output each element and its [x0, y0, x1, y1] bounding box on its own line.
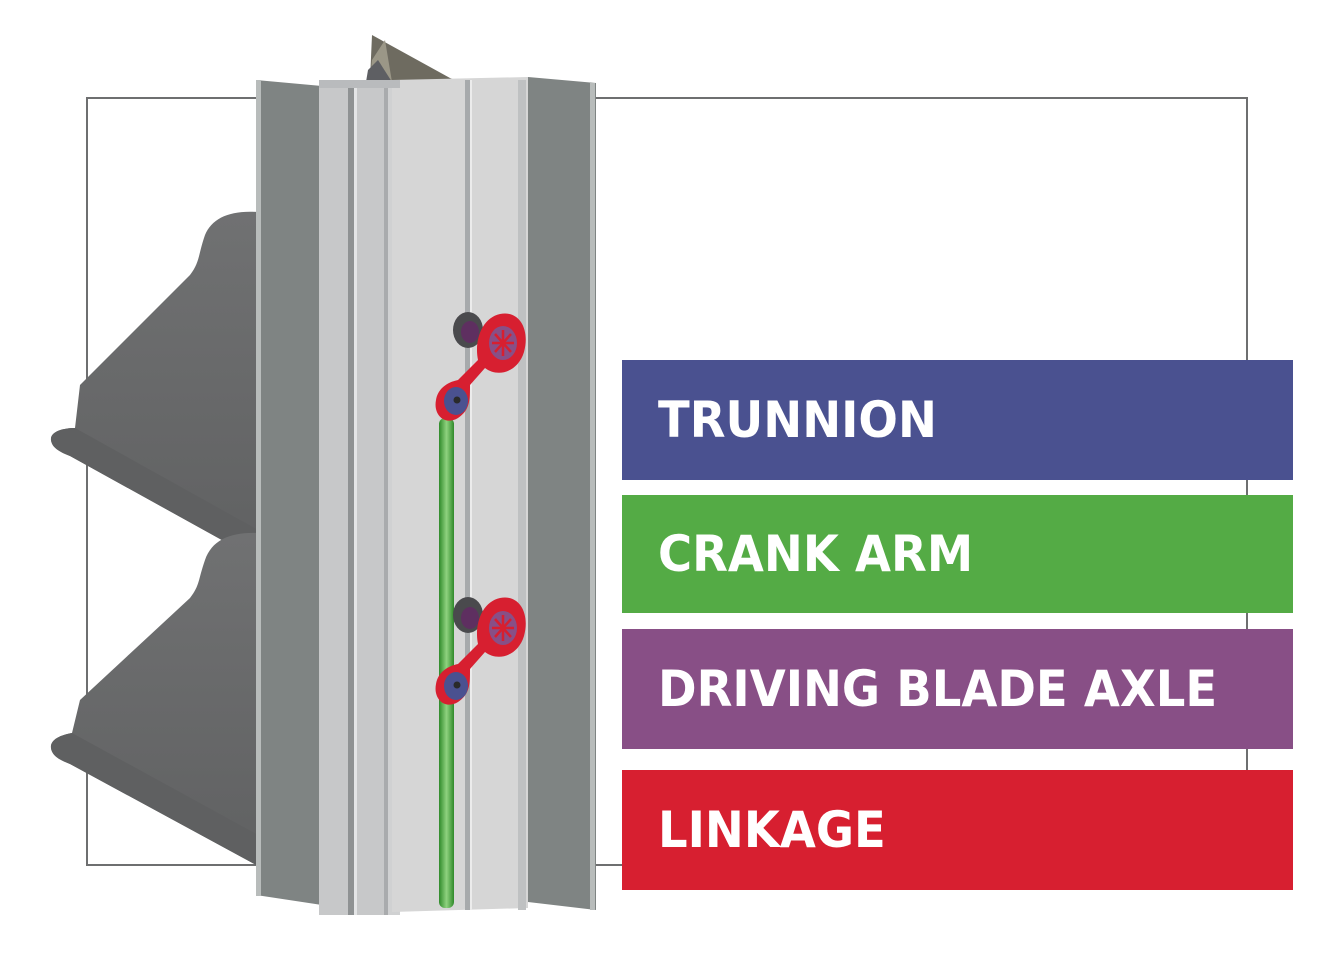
- upper-linkage-assembly: [435, 312, 526, 421]
- jamb-channel-center: [392, 77, 528, 912]
- legend-label-driving-blade-axle: DRIVING BLADE AXLE: [658, 660, 1218, 718]
- left-jamb-flange: [256, 80, 322, 905]
- top-blade-edge: [366, 35, 460, 82]
- legend-item-trunnion: TRUNNION: [622, 360, 1293, 480]
- legend-label-linkage: LINKAGE: [658, 801, 886, 859]
- lower-blade: [50, 532, 259, 866]
- legend-item-crank-arm: CRANK ARM: [622, 495, 1293, 613]
- legend-item-driving-blade-axle: DRIVING BLADE AXLE: [622, 629, 1293, 749]
- upper-blade: [50, 211, 258, 561]
- legend-label-trunnion: TRUNNION: [658, 391, 937, 449]
- legend-item-linkage: LINKAGE: [622, 770, 1293, 890]
- right-jamb-flange: [528, 77, 596, 910]
- lower-linkage-assembly: [435, 597, 526, 705]
- jamb-channel-left: [319, 82, 400, 915]
- crank-arm-rod: [439, 418, 454, 908]
- legend-label-crank-arm: CRANK ARM: [658, 525, 974, 583]
